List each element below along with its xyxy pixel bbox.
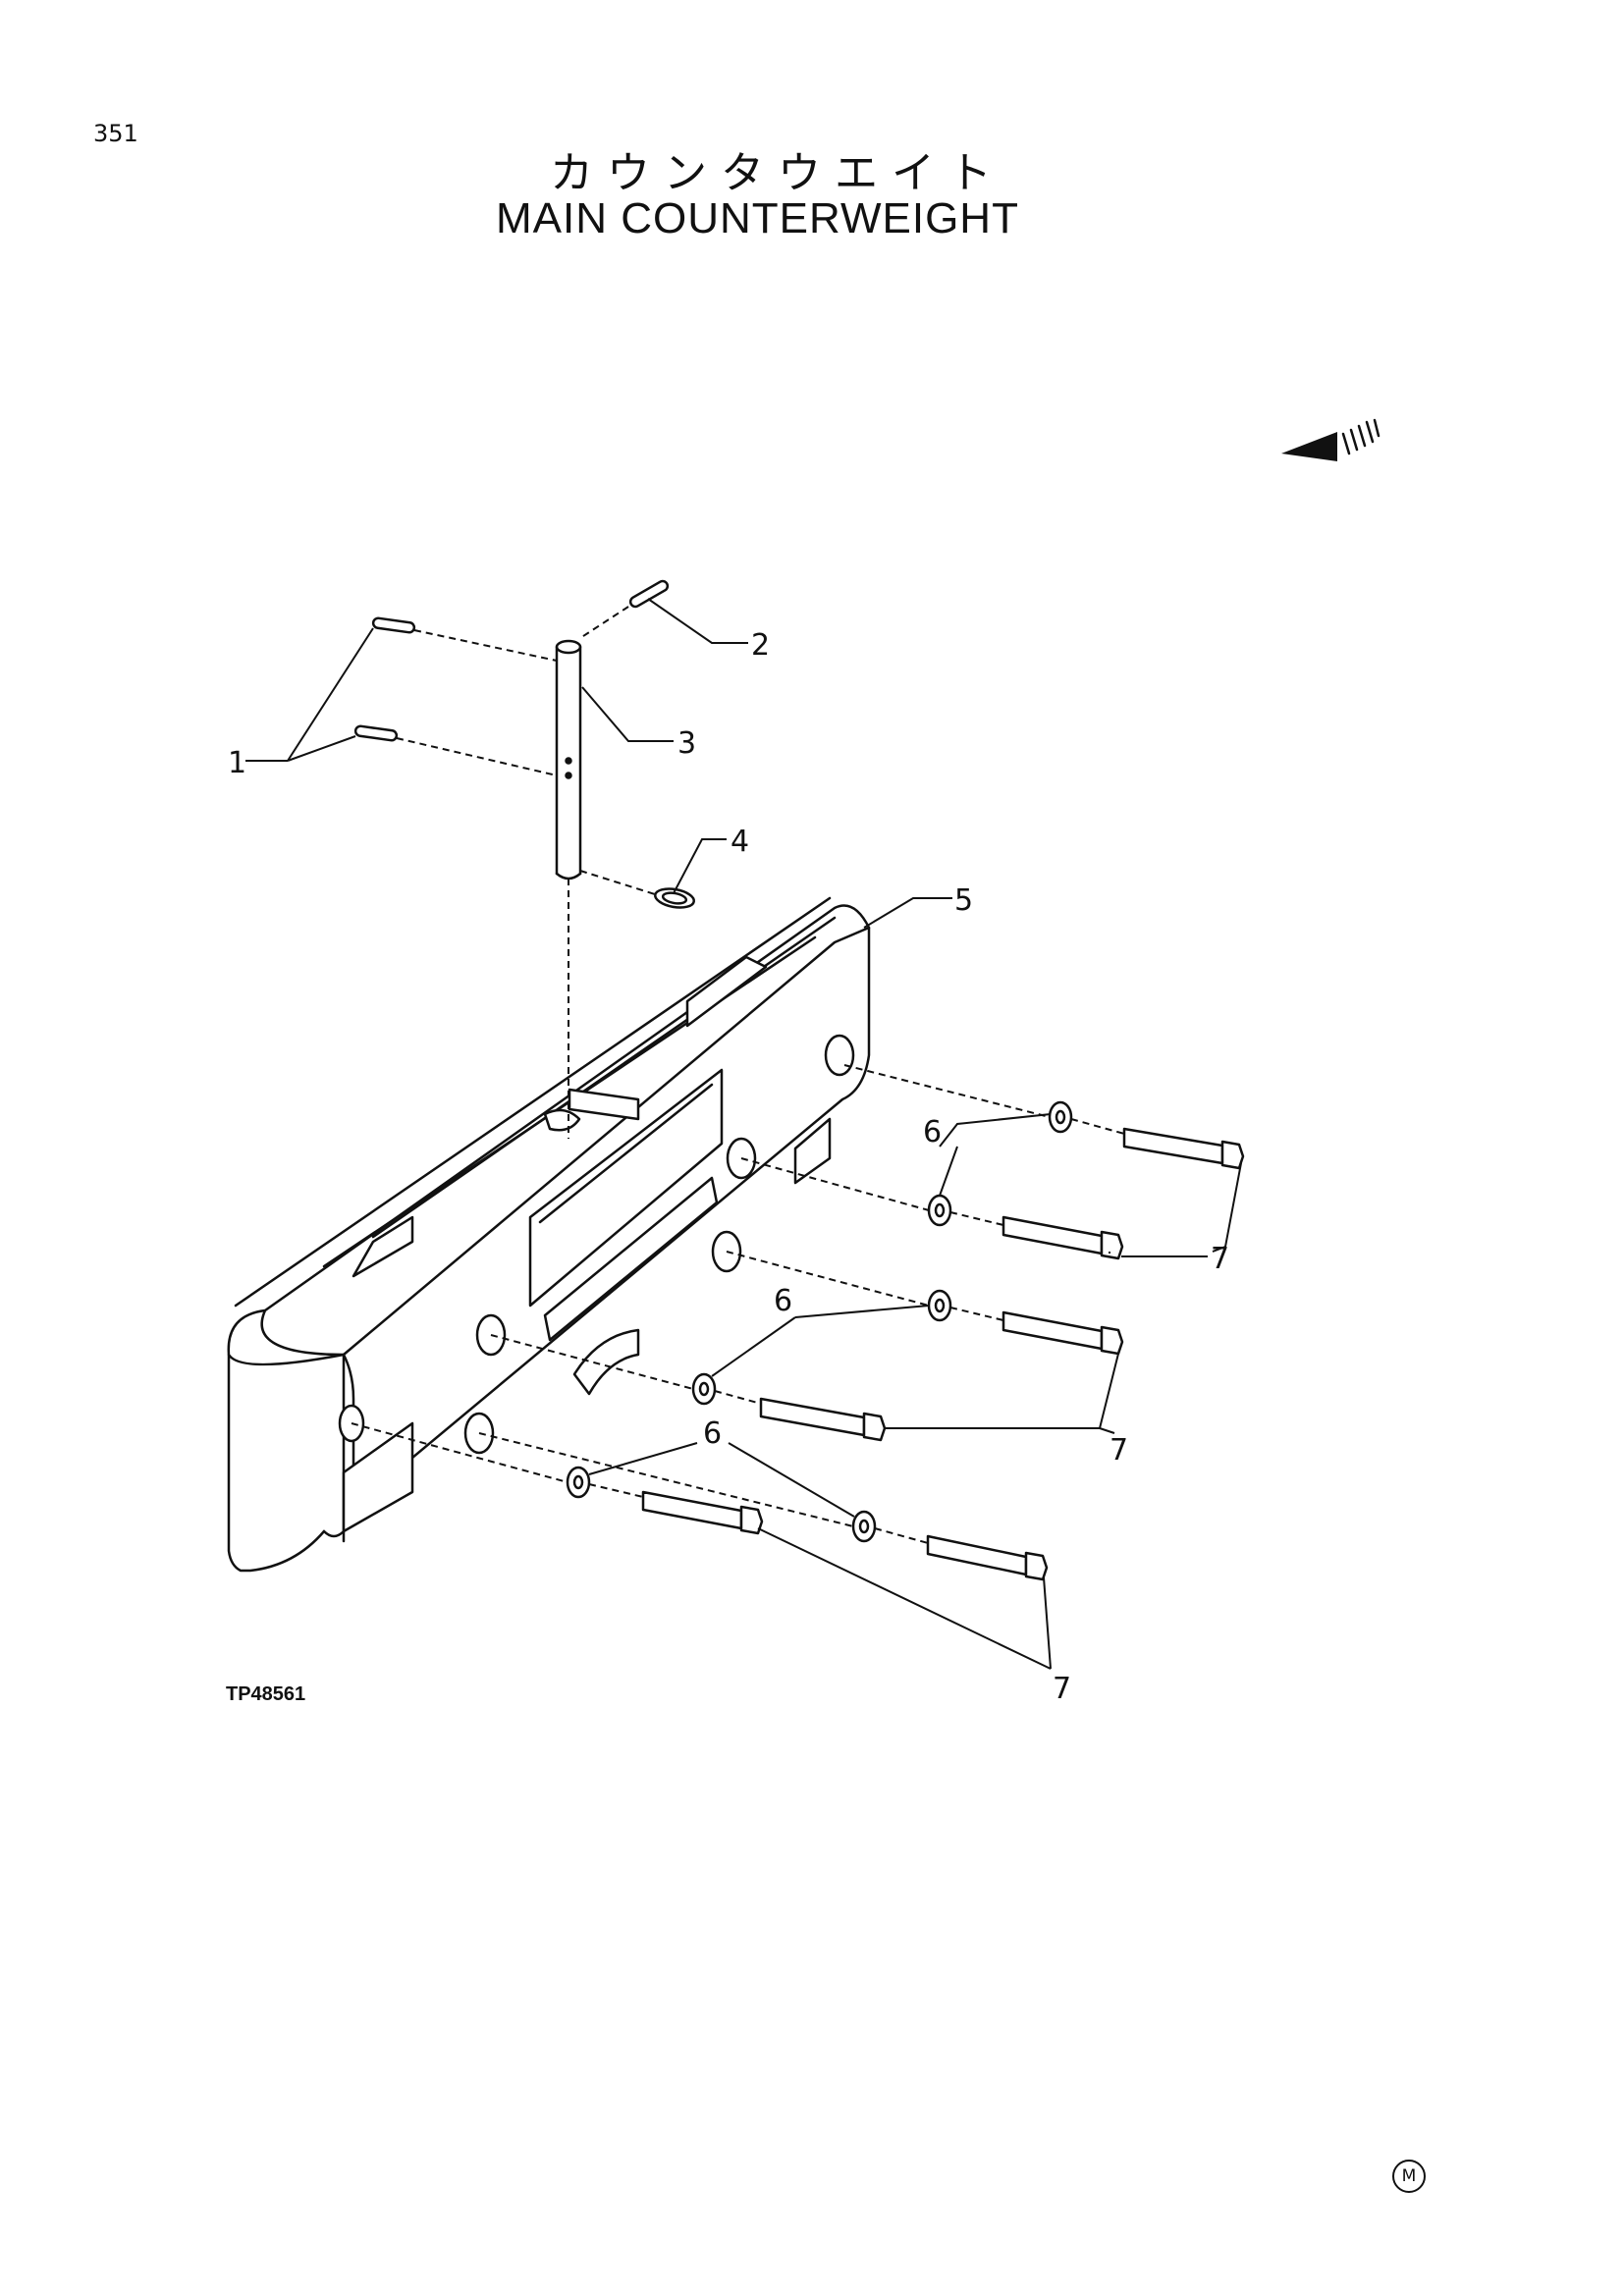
counterweight-body (227, 896, 871, 1573)
callout-1: 1 (228, 746, 246, 780)
title-japanese: カウンタウエイト (550, 148, 1005, 198)
title-english: MAIN COUNTERWEIGHT (496, 194, 1019, 242)
page-number: 351 (93, 120, 138, 147)
callout-6-upper: 6 (923, 1115, 942, 1149)
callout-6-lower: 6 (703, 1416, 722, 1451)
callout-3: 3 (677, 726, 696, 761)
callout-7-lower: 7 (1053, 1672, 1071, 1706)
assembly-lines (351, 606, 1125, 1544)
m-mark-icon: M (1392, 2160, 1426, 2193)
callout-2: 2 (751, 628, 770, 663)
callout-7-upper: 7 (1211, 1242, 1229, 1276)
callout-5: 5 (954, 883, 973, 918)
callout-labels: 1 2 3 4 5 6 6 6 7 7 7 7 (228, 628, 1229, 1706)
callout-4: 4 (731, 825, 749, 859)
callout-7-middle: 7 (1110, 1433, 1128, 1468)
bolts (641, 1127, 1245, 1581)
spring-pins (353, 579, 670, 742)
pin (555, 639, 582, 881)
leader-lines (245, 598, 1242, 1670)
front-direction-arrow-icon (1281, 418, 1380, 461)
callout-6-middle: 6 (774, 1284, 792, 1318)
drawing-id: TP48561 (226, 1683, 306, 1705)
